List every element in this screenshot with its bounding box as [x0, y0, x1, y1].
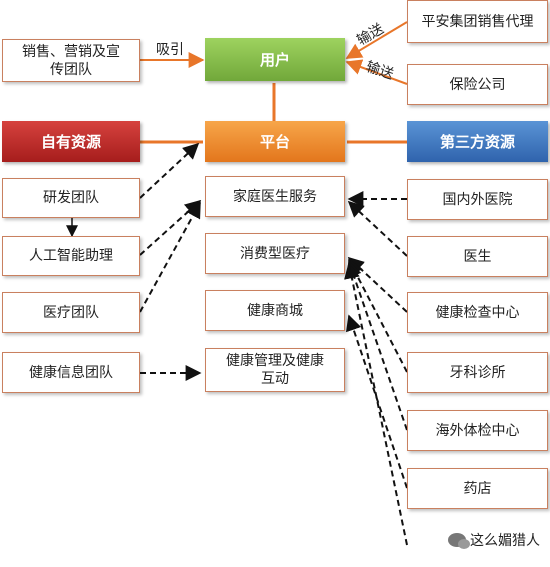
- node-family-doctor-service: 家庭医生服务: [205, 176, 345, 217]
- node-third-party-resources: 第三方资源: [407, 121, 548, 162]
- edge-ai-to-family: [139, 199, 202, 256]
- edge-dental-to-consumer: [348, 258, 408, 373]
- node-consumer-healthcare: 消费型医疗: [205, 233, 345, 274]
- watermark: 这么媚猎人: [448, 530, 540, 550]
- node-hospitals: 国内外医院: [407, 179, 548, 220]
- node-own-resources: 自有资源: [2, 121, 140, 162]
- edge-rd-to-platform: [139, 142, 200, 199]
- node-rd-team: 研发团队: [2, 178, 140, 218]
- wechat-icon: [448, 533, 470, 549]
- node-insurance-company: 保险公司: [407, 64, 548, 105]
- node-health-info-team: 健康信息团队: [2, 352, 140, 393]
- watermark-text: 这么媚猎人: [470, 533, 540, 549]
- edge-pharmacy-to-consumer: [344, 262, 408, 546]
- node-ai-assistant: 人工智能助理: [2, 236, 140, 276]
- node-pharmacy: 药店: [407, 468, 548, 509]
- edge-doctors-to-family: [347, 200, 408, 257]
- edge-insurance-to-user: [345, 59, 408, 85]
- node-user: 用户: [205, 38, 345, 81]
- node-overseas-checkup: 海外体检中心: [407, 410, 548, 451]
- node-platform: 平台: [205, 121, 345, 162]
- node-health-management: 健康管理及健康互动: [205, 348, 345, 392]
- node-medical-team: 医疗团队: [2, 292, 140, 333]
- node-health-mall: 健康商城: [205, 290, 345, 331]
- node-doctors: 医生: [407, 236, 548, 277]
- edge-checkup-to-consumer: [347, 256, 408, 313]
- node-checkup-center: 健康检查中心: [407, 292, 548, 333]
- node-ping-an-agent: 平安集团销售代理: [407, 0, 548, 43]
- edge-agent-to-user: [345, 21, 408, 59]
- node-sales-team: 销售、营销及宣传团队: [2, 39, 140, 82]
- node-dental-clinic: 牙科诊所: [407, 352, 548, 393]
- edge-label-attract: 吸引: [156, 42, 184, 58]
- edge-medical-to-family: [139, 201, 201, 313]
